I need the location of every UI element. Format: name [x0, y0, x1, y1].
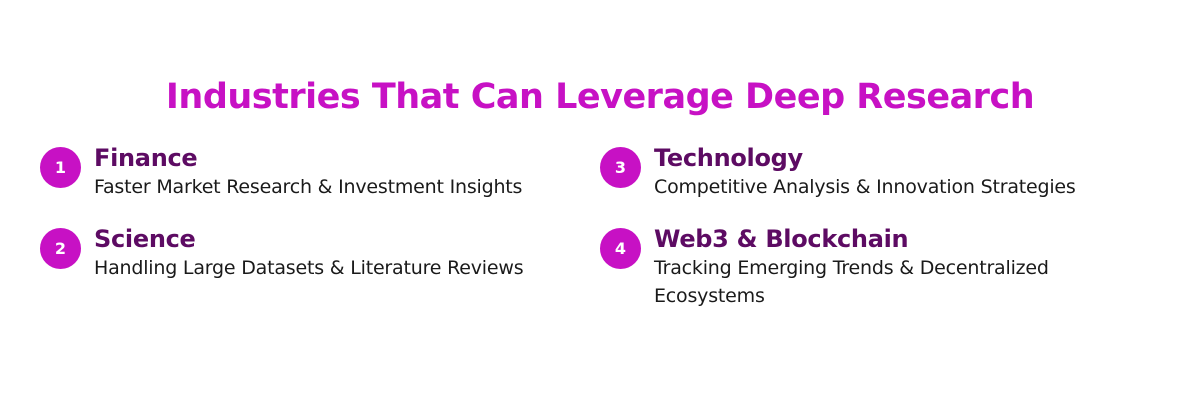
number-badge: 4: [600, 228, 641, 269]
industry-description: Tracking Emerging Trends & Decentralized…: [654, 257, 1049, 307]
industry-description: Handling Large Datasets & Literature Rev…: [94, 257, 524, 279]
industry-description: Faster Market Research & Investment Insi…: [94, 176, 523, 198]
industry-name: Finance: [94, 144, 198, 172]
number-badge: 1: [40, 147, 81, 188]
number-badge: 2: [40, 228, 81, 269]
industry-name: Science: [94, 225, 196, 253]
industry-name: Technology: [654, 144, 803, 172]
number-badge: 3: [600, 147, 641, 188]
industry-description: Competitive Analysis & Innovation Strate…: [654, 176, 1076, 198]
industry-name: Web3 & Blockchain: [654, 225, 909, 253]
page-title: Industries That Can Leverage Deep Resear…: [165, 77, 1035, 117]
